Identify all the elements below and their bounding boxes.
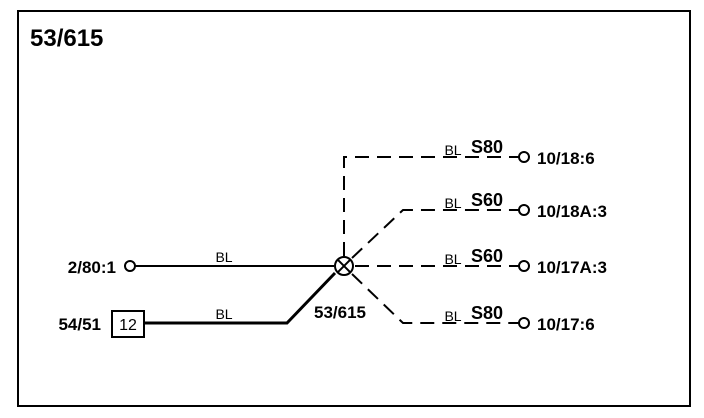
wire-10-18-6 <box>343 156 519 256</box>
splice-node-icon <box>334 256 354 276</box>
variant-10-18a-3: S60 <box>471 190 503 210</box>
terminal-10-17a-3-icon <box>518 260 530 272</box>
connector-10-17a-3-label: 10/17A:3 <box>537 258 607 277</box>
variant-10-17a-3: S60 <box>471 246 503 266</box>
terminal-2-80-1-icon <box>124 260 136 272</box>
variant-10-17-6: S80 <box>471 303 503 323</box>
wire-10-17-6-color: BL <box>444 308 461 324</box>
splice-node-label: 53/615 <box>314 303 366 322</box>
terminal-10-18-6-icon <box>518 151 530 163</box>
variant-10-18-6: S80 <box>471 137 503 157</box>
terminal-10-18a-3-icon <box>518 204 530 216</box>
terminal-10-17-6-icon <box>518 317 530 329</box>
connector-2-80-1-label: 2/80:1 <box>68 258 116 277</box>
wire-2-80-1-color: BL <box>215 249 232 265</box>
connector-54-51-label: 54/51 <box>58 315 101 334</box>
diagram-title: 53/615 <box>30 25 103 52</box>
wire-54-51 <box>144 271 337 325</box>
wire-54-51-color: BL <box>215 306 232 322</box>
pin-number-54-51: 12 <box>119 317 137 334</box>
wire-10-17-6 <box>351 273 519 324</box>
connector-10-18-6-label: 10/18:6 <box>537 149 595 168</box>
diagram-frame <box>17 10 691 407</box>
wire-10-18a-3-color: BL <box>444 195 461 211</box>
connector-10-18a-3-label: 10/18A:3 <box>537 202 607 221</box>
connector-10-17-6-label: 10/17:6 <box>537 315 595 334</box>
pin-box-54-51 <box>111 310 145 338</box>
wire-10-17a-3-color: BL <box>444 251 461 267</box>
wire-10-18a-3 <box>351 209 519 259</box>
wire-10-18-6-color: BL <box>444 142 461 158</box>
